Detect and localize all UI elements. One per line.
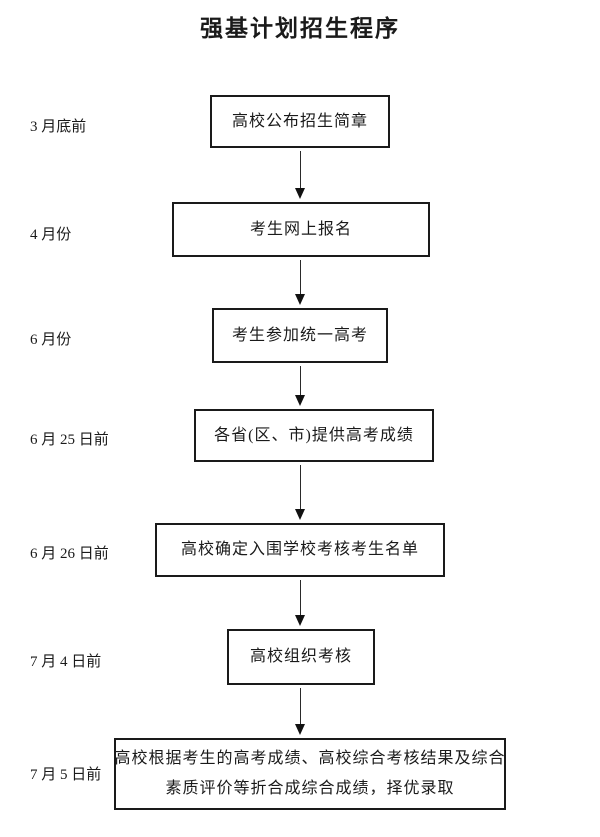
arrow-head-icon — [295, 615, 305, 626]
arrow-shaft — [299, 151, 301, 188]
arrow-shaft — [299, 366, 301, 395]
flow-step-text: 高校组织考核 — [249, 648, 352, 665]
down-arrow-connector-2 — [295, 260, 305, 305]
date-label-step-3: 6 月份 — [30, 332, 72, 348]
flow-step-box-shortlist-candidates: 高校确定入围学校考核考生名单 — [155, 523, 445, 577]
arrow-head-icon — [295, 724, 305, 735]
date-label-step-4: 6 月 25 日前 — [30, 432, 109, 448]
date-label-step-5: 6 月 26 日前 — [30, 546, 109, 562]
down-arrow-connector-3 — [295, 366, 305, 406]
flow-step-text-line-2: 素质评价等折合成综合成绩，择优录取 — [165, 780, 455, 797]
flow-step-box-announce-admission-guide: 高校公布招生简章 — [210, 95, 390, 148]
down-arrow-connector-5 — [295, 580, 305, 626]
arrow-head-icon — [295, 188, 305, 199]
flow-step-box-provide-scores: 各省(区、市)提供高考成绩 — [194, 409, 434, 462]
flow-step-box-university-assessment: 高校组织考核 — [227, 629, 375, 685]
flow-step-box-online-registration: 考生网上报名 — [172, 202, 430, 257]
date-label-step-1: 3 月底前 — [30, 119, 87, 135]
arrow-head-icon — [295, 395, 305, 406]
down-arrow-connector-1 — [295, 151, 305, 199]
date-label-step-6: 7 月 4 日前 — [30, 654, 102, 670]
flow-step-box-final-admission: 高校根据考生的高考成绩、高校综合考核结果及综合 素质评价等折合成综合成绩，择优录… — [114, 738, 506, 810]
date-label-step-2: 4 月份 — [30, 227, 72, 243]
flow-step-text: 各省(区、市)提供高考成绩 — [214, 426, 414, 444]
arrow-shaft — [299, 260, 301, 294]
arrow-head-icon — [295, 294, 305, 305]
flow-step-text-line-1: 高校根据考生的高考成绩、高校综合考核结果及综合 — [114, 750, 506, 767]
flow-step-box-take-gaokao: 考生参加统一高考 — [212, 308, 388, 363]
down-arrow-connector-6 — [295, 688, 305, 735]
arrow-shaft — [299, 580, 301, 615]
flow-step-text: 高校确定入围学校考核考生名单 — [180, 541, 419, 558]
flow-step-text: 考生参加统一高考 — [231, 326, 368, 344]
flow-step-text: 高校公布招生简章 — [231, 112, 368, 130]
down-arrow-connector-4 — [295, 465, 305, 520]
date-label-step-7: 7 月 5 日前 — [30, 767, 102, 783]
arrow-shaft — [299, 688, 301, 724]
page-title: 强基计划招生程序 — [200, 15, 400, 41]
arrow-head-icon — [295, 509, 305, 520]
flow-step-text: 考生网上报名 — [249, 220, 352, 238]
arrow-shaft — [299, 465, 301, 509]
